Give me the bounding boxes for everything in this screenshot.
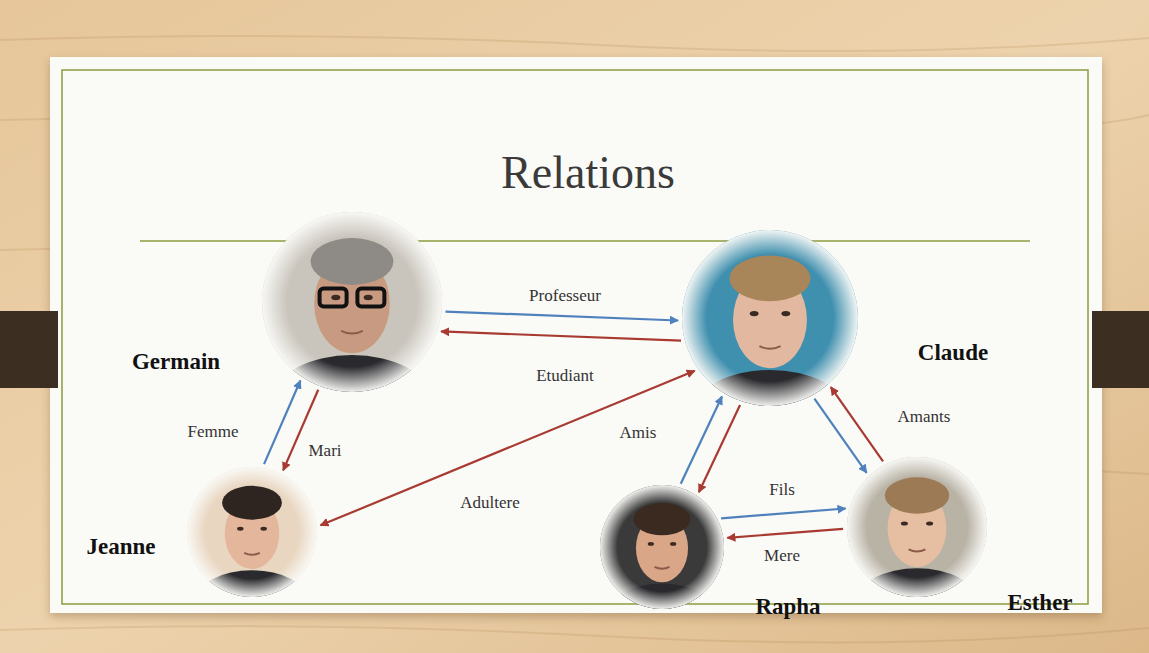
portrait-photo	[682, 230, 858, 406]
person-name: Germain	[132, 349, 220, 375]
relation-label: Femme	[186, 422, 241, 442]
portrait-figure	[600, 485, 724, 609]
portrait-node: Rapha	[600, 485, 724, 609]
relation-arrow	[699, 405, 740, 492]
relation-arrow	[727, 529, 843, 538]
person-name: Jeanne	[87, 534, 156, 560]
slide-card	[50, 57, 1102, 613]
person-name: Esther	[1007, 590, 1072, 616]
relation-label: Amis	[618, 423, 659, 443]
portrait-figure	[682, 230, 858, 406]
relation-label: Fils	[767, 480, 797, 500]
relation-arrow	[681, 396, 722, 483]
relation-label: Professeur	[527, 286, 603, 306]
person-name: Claude	[918, 340, 988, 366]
relation-arrow	[264, 381, 300, 465]
portrait-photo	[600, 485, 724, 609]
relation-label: Mari	[306, 441, 343, 461]
relation-label: Mere	[762, 546, 802, 566]
card-border	[62, 70, 1088, 604]
portrait-figure	[187, 467, 317, 597]
portrait-node: Jeanne	[187, 467, 317, 597]
relation-label: Amants	[896, 407, 953, 427]
relation-arrow	[446, 312, 679, 321]
portrait-node: Esther	[847, 457, 987, 597]
relation-arrow	[441, 331, 681, 340]
relation-arrow	[814, 399, 866, 473]
relation-label: Etudiant	[534, 366, 596, 386]
binder-tab	[1092, 311, 1149, 388]
wood-grain	[0, 36, 1149, 642]
person-name: Rapha	[755, 594, 820, 620]
relation-arrow	[721, 509, 845, 519]
portrait-figure	[847, 457, 987, 597]
portrait-node: Claude	[682, 230, 858, 406]
portrait-figure	[262, 212, 442, 392]
title-rule	[140, 240, 1030, 242]
relation-label: Adultere	[458, 493, 521, 513]
portrait-node: Germain	[262, 212, 442, 392]
slide-title: Relations	[501, 146, 675, 199]
relation-arrow	[831, 387, 883, 461]
portrait-photo	[847, 457, 987, 597]
portrait-photo	[262, 212, 442, 392]
portrait-photo	[187, 467, 317, 597]
binder-tab	[0, 311, 58, 388]
